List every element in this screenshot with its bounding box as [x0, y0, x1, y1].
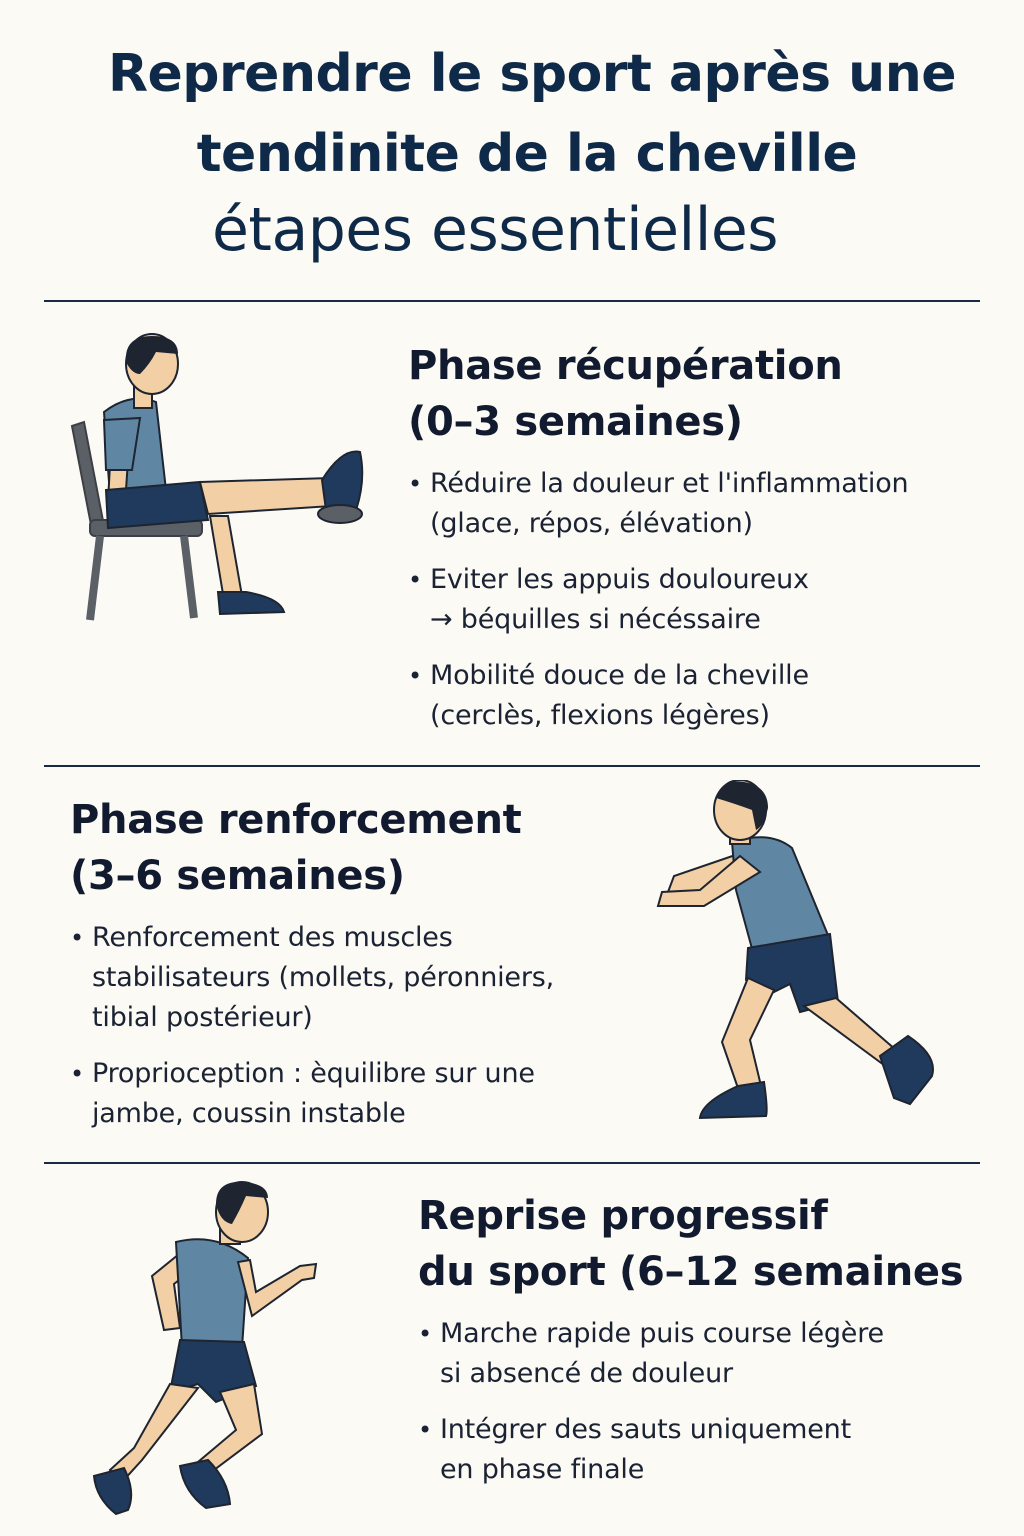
page-title: Reprendre le sport après une tendinite d…	[0, 34, 1024, 194]
phase-title-line-1: Reprise progressif	[418, 1193, 828, 1239]
divider-middle	[44, 765, 980, 767]
phase-title: Reprise progressif du sport (6–12 semain…	[418, 1188, 1008, 1300]
phase-reprise: Reprise progressif du sport (6–12 semain…	[418, 1188, 1008, 1506]
phase-renforcement: Phase renforcement (3–6 semaines) Renfor…	[70, 792, 670, 1150]
page-subtitle: étapes essentielles	[212, 195, 779, 265]
list-item: Mobilité douce de la cheville(cerclès, f…	[408, 656, 998, 736]
seated-leg-raise-figure	[70, 333, 364, 621]
phase-title: Phase renforcement (3–6 semaines)	[70, 792, 670, 904]
title-line-2: tendinite de la cheville	[196, 124, 858, 184]
phase-title-line-2: (0–3 semaines)	[408, 399, 743, 445]
phase-recuperation: Phase récupération (0–3 semaines) Réduir…	[408, 338, 998, 752]
list-item: Eviter les appuis douloureux→ béquilles …	[408, 560, 998, 640]
phase-title-line-2: du sport (6–12 semaines	[418, 1249, 964, 1295]
list-item: Réduire la douleur et l'inflammation(gla…	[408, 464, 998, 544]
lunge-figure	[656, 780, 934, 1120]
list-item: Proprioception : èquilibre sur unejambe,…	[70, 1054, 670, 1134]
title-line-1: Reprendre le sport après une	[108, 44, 957, 104]
divider-bottom	[44, 1162, 980, 1164]
phase-list: Réduire la douleur et l'inflammation(gla…	[408, 464, 998, 736]
phase-title-line-1: Phase récupération	[408, 343, 843, 389]
phase-title: Phase récupération (0–3 semaines)	[408, 338, 998, 450]
phase-title-line-2: (3–6 semaines)	[70, 853, 405, 899]
phase-title-line-1: Phase renforcement	[70, 797, 522, 843]
running-figure	[92, 1181, 318, 1516]
divider-top	[44, 300, 980, 302]
